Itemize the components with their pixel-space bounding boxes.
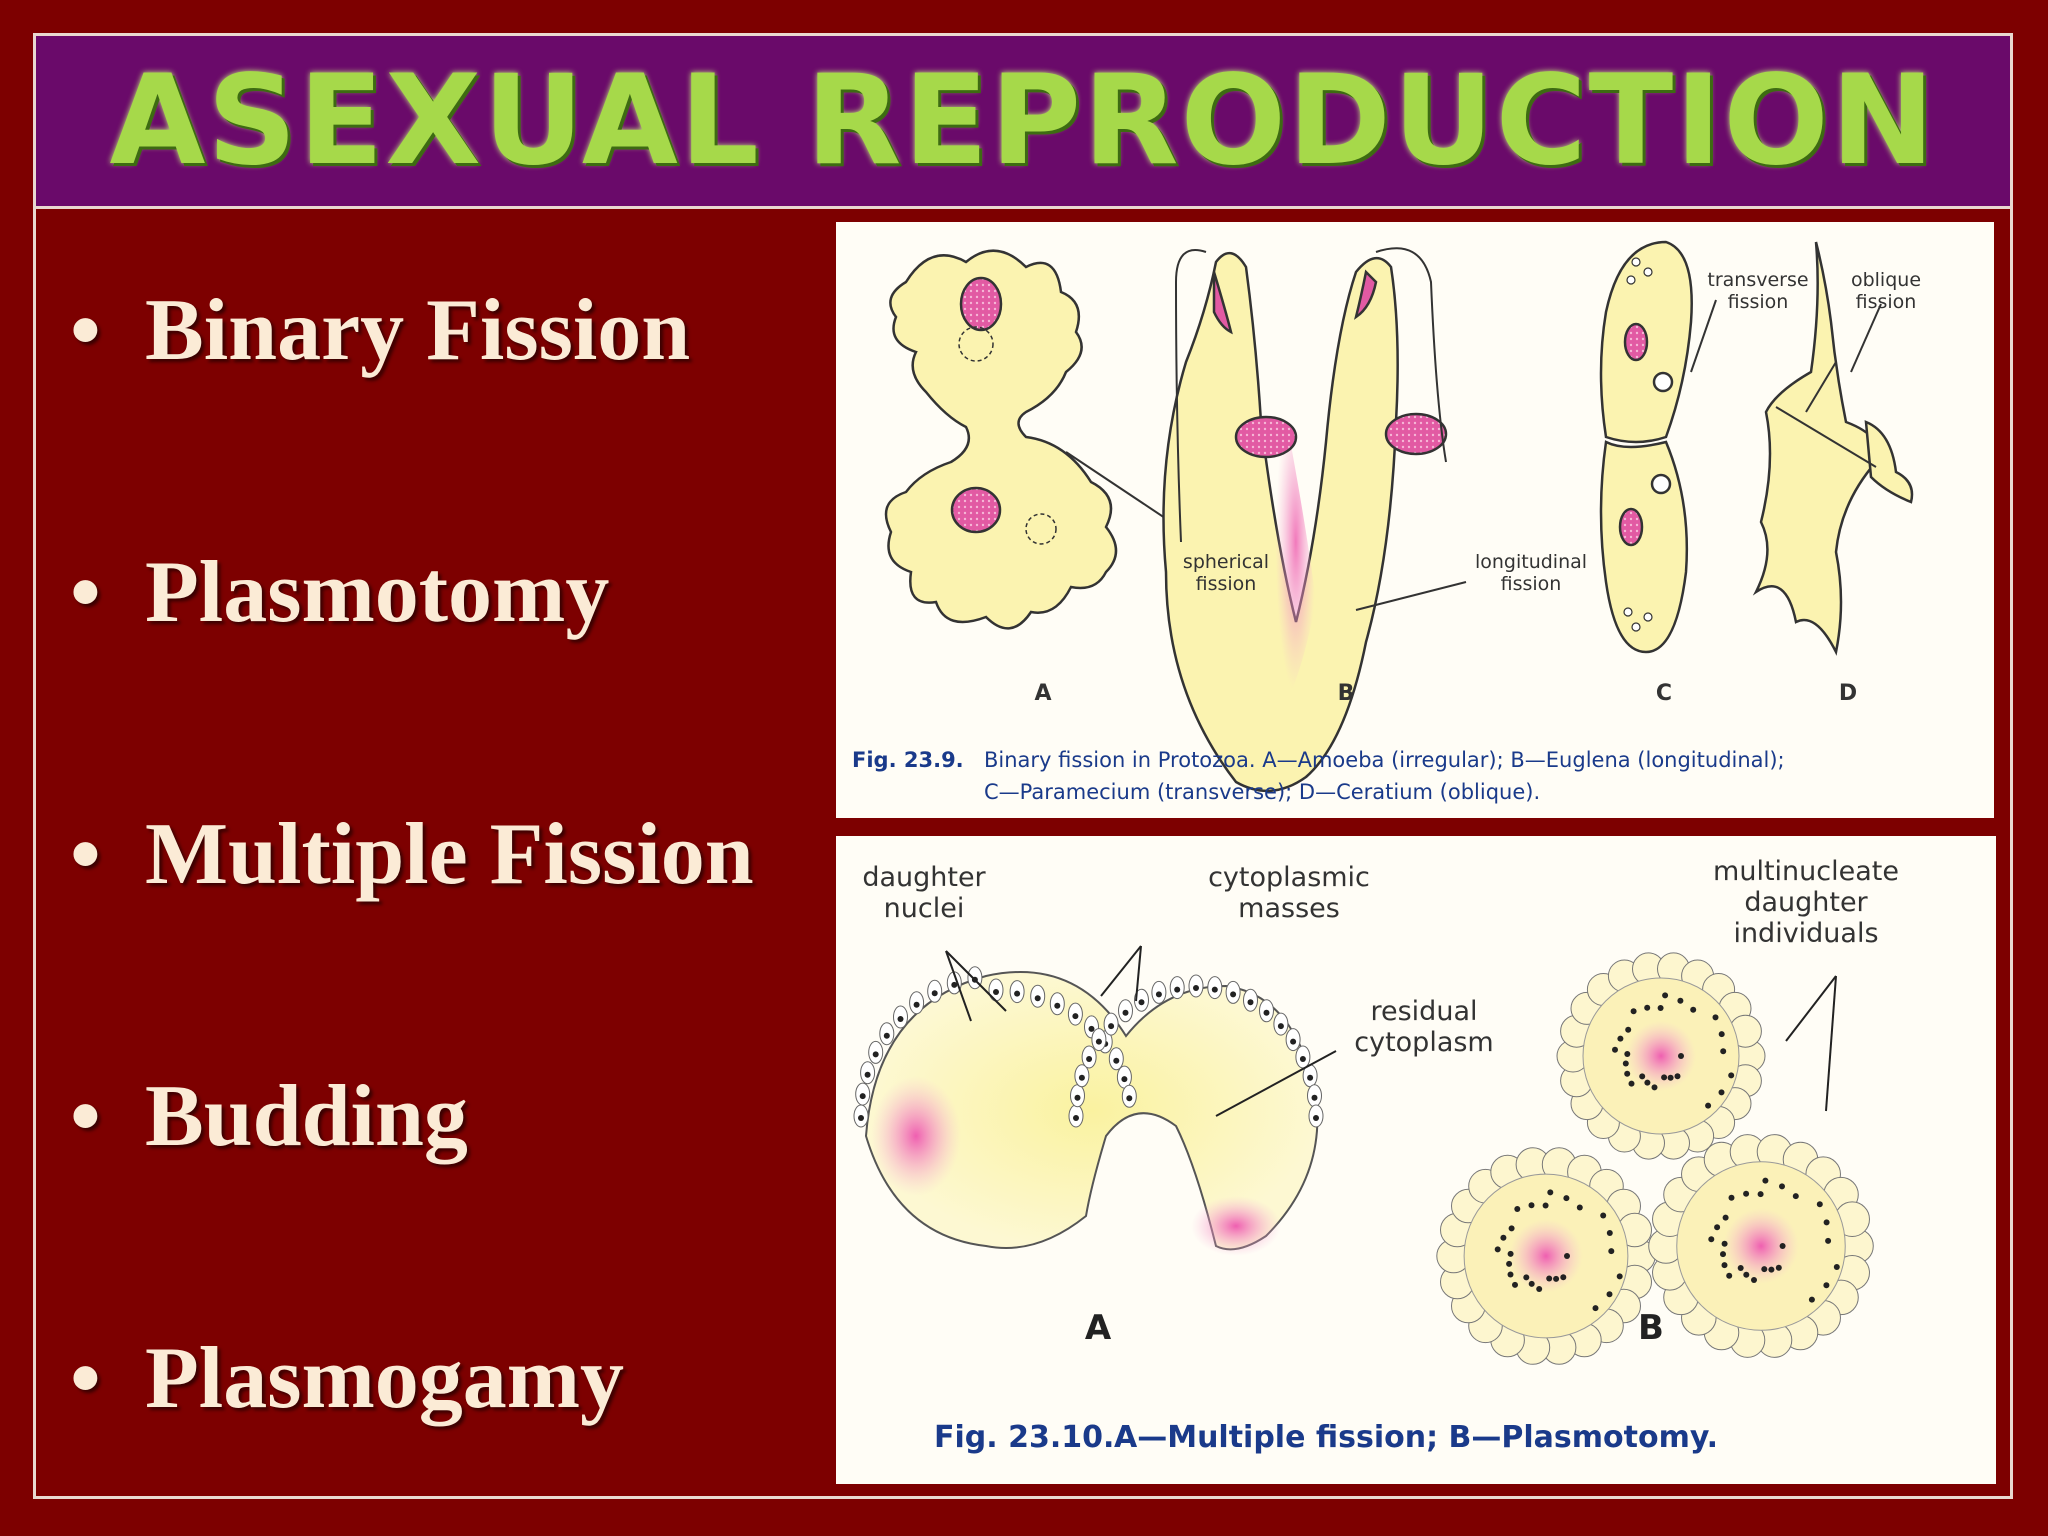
bullet-symbol: •	[70, 544, 101, 641]
letter-b: B	[1638, 1308, 1664, 1348]
bullet-item: • Multiple Fission	[70, 804, 754, 905]
ceratium-drawing	[1752, 241, 1914, 656]
label-transverse-fission: transverse fission	[1707, 269, 1809, 313]
multiple-fission-drawing	[853, 966, 1324, 1256]
panel-letters-2: A B	[1085, 1308, 1664, 1348]
figure-multiple-fission: A B daughter nuclei cytoplasmic masses r…	[836, 836, 1996, 1484]
binary-fission-illustration: A B C D	[884, 240, 1914, 793]
figure2-caption-text: A—Multiple fission; B—Plasmotomy.	[1114, 1420, 1719, 1455]
slide-title: ASEXUAL REPRODUCTION	[109, 49, 1937, 193]
figure1-caption-line2: C—Paramecium (transverse); D—Ceratium (o…	[984, 780, 1541, 804]
bullet-text: Budding	[145, 1068, 468, 1165]
label-spherical-fission: spherical fission	[1182, 551, 1270, 595]
label-cytoplasmic-masses: cytoplasmic masses	[1208, 862, 1370, 925]
bullet-item: • Budding	[70, 1066, 468, 1167]
label-residual-cytoplasm: residual cytoplasm	[1354, 996, 1494, 1059]
bullet-symbol: •	[70, 1068, 101, 1165]
label-longitudinal-fission: longitudinal fission	[1474, 551, 1588, 595]
bullet-symbol: •	[70, 1330, 101, 1427]
bullet-text: Multiple Fission	[145, 806, 754, 903]
daughter-individual	[1436, 1147, 1656, 1365]
label-oblique-fission: oblique fission	[1850, 269, 1922, 313]
slide-frame	[33, 33, 2013, 1499]
bullet-text: Binary Fission	[145, 282, 691, 379]
figure2-caption-number: Fig. 23.10.	[934, 1420, 1115, 1455]
title-bar: ASEXUAL REPRODUCTION	[36, 36, 2010, 209]
letter-c: C	[1656, 681, 1672, 706]
label-multinucleate-daughter-individuals: multinucleate daughter individuals	[1713, 856, 1899, 950]
bullet-text: Plasmotomy	[145, 544, 610, 641]
amoeba-drawing	[884, 249, 1118, 630]
figure1-caption-line1: Binary fission in Protozoa. A—Amoeba (ir…	[984, 748, 1785, 772]
euglena-drawing	[1162, 247, 1448, 793]
panel-letters: A B C D	[1034, 681, 1857, 706]
figure-binary-fission: A B C D spherical fission longitudinal f…	[836, 222, 1994, 818]
label-daughter-nuclei: daughter nuclei	[862, 862, 986, 925]
paramecium-drawing	[1599, 240, 1693, 654]
bullet-item: • Plasmotomy	[70, 542, 609, 643]
bullet-symbol: •	[70, 282, 101, 379]
plasmotomy-drawing	[1436, 952, 1874, 1365]
letter-d: D	[1839, 681, 1857, 706]
bullet-text: Plasmogamy	[145, 1330, 625, 1427]
daughter-individual	[1556, 952, 1766, 1160]
letter-b: B	[1338, 681, 1355, 706]
letter-a: A	[1034, 681, 1051, 706]
figure1-caption-number: Fig. 23.9.	[852, 748, 964, 772]
bullet-item: • Plasmogamy	[70, 1328, 624, 1429]
daughter-individual	[1648, 1134, 1874, 1358]
multiple-fission-illustration: A B	[853, 945, 1874, 1365]
bullet-symbol: •	[70, 806, 101, 903]
bullet-item: • Binary Fission	[70, 280, 690, 381]
letter-a: A	[1085, 1308, 1112, 1348]
